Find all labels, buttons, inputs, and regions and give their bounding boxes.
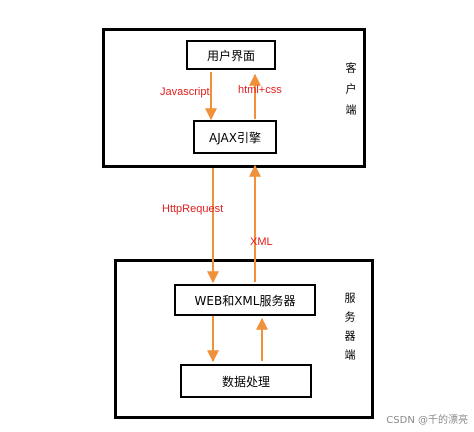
data-processing-box: 数据处理: [180, 364, 312, 398]
xml-label: XML: [250, 236, 273, 248]
ui-box: 用户界面: [186, 40, 276, 70]
client-label-text: 客户端: [344, 62, 357, 125]
watermark: CSDN @千的漂亮: [386, 415, 468, 426]
server-side-label: 服务器端: [337, 292, 356, 377]
ajax-engine-box: AJAX引擎: [193, 120, 277, 154]
httprequest-label: HttpRequest: [162, 203, 224, 215]
client-frame: [102, 28, 366, 168]
javascript-label: Javascript: [160, 86, 210, 98]
web-xml-server-box: WEB和XML服务器: [174, 284, 316, 316]
server-frame: [114, 259, 374, 419]
server-label-text: 服务器端: [343, 292, 356, 368]
htmlcss-label: html+css: [238, 84, 282, 96]
client-side-label: 客户端: [338, 62, 357, 134]
